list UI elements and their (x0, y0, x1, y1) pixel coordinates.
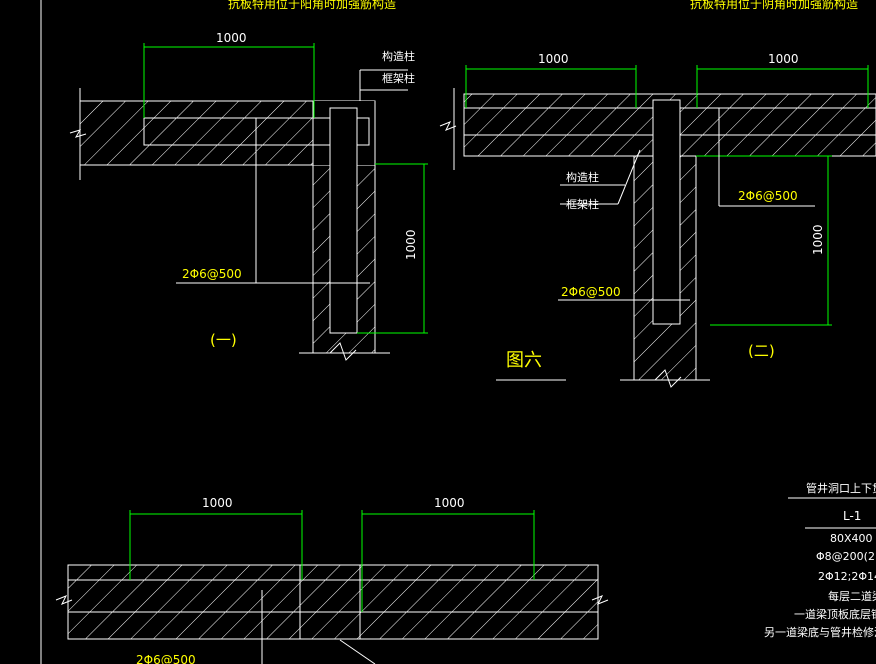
dim-text-6: 1000 (202, 496, 233, 510)
break-symbol-1 (69, 129, 87, 138)
table-note-1: 每层二道梁 (828, 589, 876, 603)
label-kuangjiazhu-1: 框架柱 (382, 71, 415, 85)
break-symbol-6 (591, 595, 609, 605)
title-left: 抗板特用位于阳角时加强筋构造 (228, 0, 396, 11)
table-note-3: 另一道梁底与管井检修洞口顶平 (764, 625, 876, 639)
detail-3: 1000 1000 2Φ6@500 (55, 496, 609, 664)
rebar-label-3: 2Φ6@500 (561, 285, 621, 299)
break-symbol-4 (654, 369, 682, 388)
dim-text-4: 1000 (768, 52, 799, 66)
table-beam-id: L-1 (843, 509, 861, 523)
break-symbol-5 (55, 595, 73, 605)
table-main-bars: 2Φ12;2Φ14 (818, 570, 876, 583)
slab-3 (67, 564, 599, 640)
label-kuangjiazhu-2: 框架柱 (566, 197, 599, 211)
slab-3-rebar-a (67, 579, 599, 613)
table-note-2: 一道梁顶板底层钢 (794, 607, 876, 621)
rebar-label-4: 2Φ6@500 (136, 653, 196, 664)
dim-text-5: 1000 (811, 224, 825, 255)
column-1-rebar (329, 107, 358, 334)
table-section: 80X400 (830, 532, 873, 545)
column-2-rebar (652, 99, 681, 325)
beam-table: 管井洞口上下贯通 L-1 80X400 Φ8@200(2 2Φ12;2Φ14 每… (764, 481, 876, 639)
figure-label: 图六 (506, 350, 542, 371)
dim-text-2: 1000 (404, 229, 418, 260)
detail-2: 1000 1000 1000 构造柱 框架柱 2Φ6@500 2Φ6@500 (… (439, 52, 876, 388)
case-label-1: (一) (210, 331, 237, 349)
rebar-label-2: 2Φ6@500 (738, 189, 798, 203)
table-header: 管井洞口上下贯通 (806, 481, 876, 495)
label-line-4 (617, 149, 641, 205)
case-label-2: (二) (748, 342, 775, 360)
rebar-label-1: 2Φ6@500 (182, 267, 242, 281)
dim-text-1: 1000 (216, 31, 247, 45)
break-symbol-3 (439, 121, 457, 131)
rebar-leader-4b (339, 639, 376, 664)
label-gouzaozhu-2: 构造柱 (566, 170, 599, 184)
label-gouzaozhu-1: 构造柱 (382, 49, 415, 63)
table-stirrup: Φ8@200(2 (816, 550, 875, 563)
title-right: 抗板特用位于阴角时加强筋构造 (690, 0, 858, 11)
detail-1: 1000 1000 构造柱 框架柱 2Φ6@500 (一) (69, 31, 428, 361)
dim-text-3: 1000 (538, 52, 569, 66)
break-symbol-2 (329, 342, 357, 361)
dim-text-7: 1000 (434, 496, 465, 510)
